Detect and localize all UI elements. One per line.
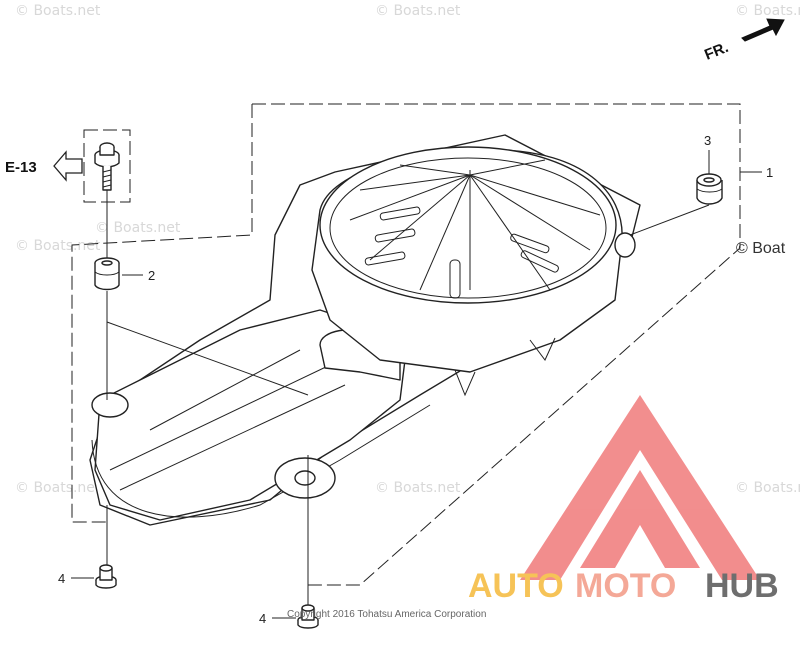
- automotohub-logo: AUTO MOTO HUB: [468, 395, 779, 605]
- watermark-text: © Boats.net: [15, 3, 101, 19]
- watermark-layer: © Boats.net © Boats.net © Boats.net © Bo…: [15, 3, 800, 496]
- collar-part-4-left: [95, 564, 117, 589]
- watermark-text: © Boats.net: [15, 480, 101, 496]
- callouts: 1 2 3 4 4: [58, 133, 773, 626]
- callout-3: 3: [704, 133, 711, 148]
- watermark-text: © Boats.net: [375, 480, 461, 496]
- assembly-dashed-outline: [252, 103, 741, 586]
- front-arrow-icon: [741, 18, 785, 42]
- front-direction-indicator: FR.: [702, 18, 785, 64]
- watermark-text: © Boats.net: [375, 3, 461, 19]
- fan-housing-top: [319, 146, 617, 304]
- side-watermark: © Boat: [736, 240, 786, 257]
- assembly-boundary: [71, 103, 741, 586]
- front-label: FR.: [702, 39, 731, 64]
- right-boss: [614, 232, 636, 258]
- lower-boss-hole: [294, 470, 316, 486]
- reference-arrow-icon: [53, 150, 83, 182]
- starter-cover: [89, 134, 641, 526]
- housing-notches: [454, 337, 556, 397]
- callout-1: 1: [766, 165, 773, 180]
- callout-4-right: 4: [259, 611, 266, 626]
- bolt-dashed-box: [83, 129, 131, 203]
- logo-text-hub: HUB: [705, 567, 779, 605]
- assembly-dashed-left: [71, 104, 253, 523]
- logo-text-auto: AUTO: [468, 567, 564, 605]
- mounting-bolt: [94, 142, 120, 191]
- collar-part-4-right: [297, 604, 319, 629]
- watermark-text: © Boats.net: [95, 220, 181, 236]
- fan-grille: [349, 159, 601, 299]
- copyright-text: Copyright 2016 Tohatsu America Corporati…: [287, 609, 486, 620]
- leader-lines: [71, 150, 762, 619]
- watermark-text: © Boats.net: [735, 3, 800, 19]
- watermark-text: © Boats.net: [735, 480, 800, 496]
- grommet-part-3: [696, 173, 723, 205]
- logo-triangle-icon: [520, 395, 760, 580]
- callout-4-left: 4: [58, 571, 65, 586]
- watermark-text: © Boats.net: [15, 238, 101, 254]
- fan-housing-rim: [329, 157, 607, 299]
- grommet-part-2: [94, 257, 120, 291]
- callout-2: 2: [148, 268, 155, 283]
- reference-label: E-13: [5, 159, 37, 176]
- cover-arm-edge: [91, 404, 431, 518]
- left-boss: [91, 392, 129, 418]
- logo-text-moto: MOTO: [575, 567, 676, 605]
- reference-indicator: E-13: [5, 150, 83, 182]
- cover-arm-ridge: [109, 349, 346, 491]
